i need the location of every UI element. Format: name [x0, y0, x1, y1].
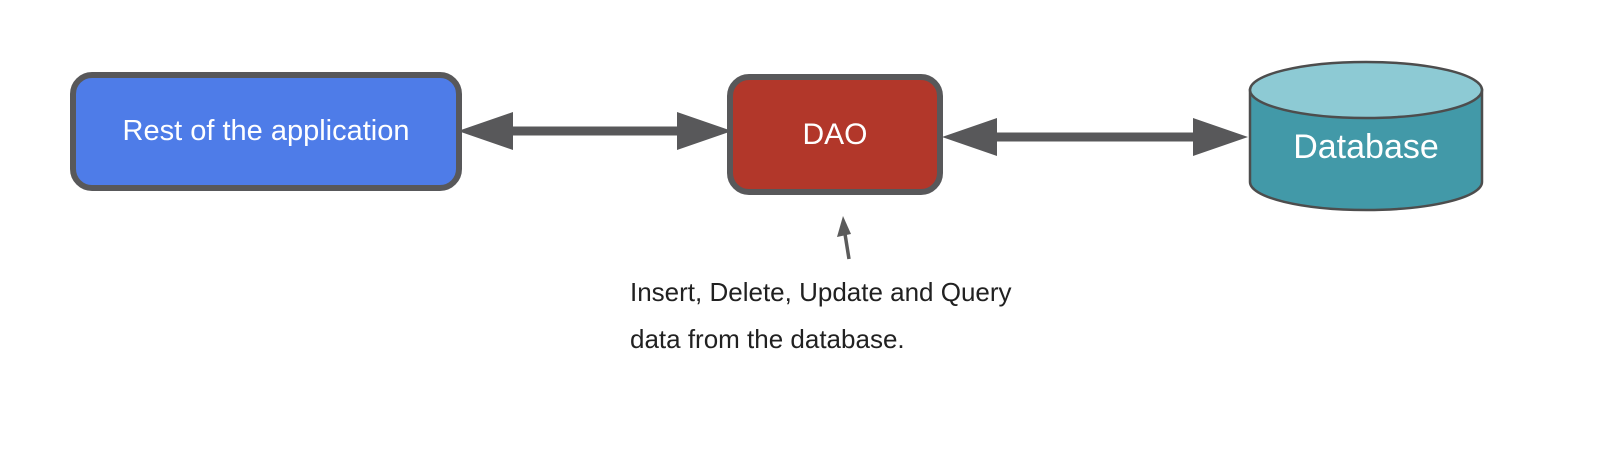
- node-rest-of-application-label: Rest of the application: [122, 115, 410, 147]
- annotation-pointer-shaft: [843, 233, 851, 260]
- annotation-line-2: data from the database.: [630, 324, 905, 354]
- database-cylinder-top: [1248, 60, 1484, 120]
- node-database-label: Database: [1293, 128, 1439, 166]
- app-dao-bidirectional-arrow-icon: [458, 112, 732, 150]
- node-rest-of-application: Rest of the application: [70, 72, 462, 191]
- database-cylinder-body: [1248, 88, 1484, 212]
- dao-db-bidirectional-arrow-icon: [942, 118, 1248, 156]
- node-dao-label: DAO: [802, 117, 868, 151]
- node-dao: DAO: [727, 74, 943, 195]
- annotation-pointer-arrowhead-icon: [837, 216, 851, 237]
- annotation-line-1: Insert, Delete, Update and Query: [630, 277, 1012, 307]
- annotation-text: Insert, Delete, Update and Query data fr…: [630, 269, 1012, 363]
